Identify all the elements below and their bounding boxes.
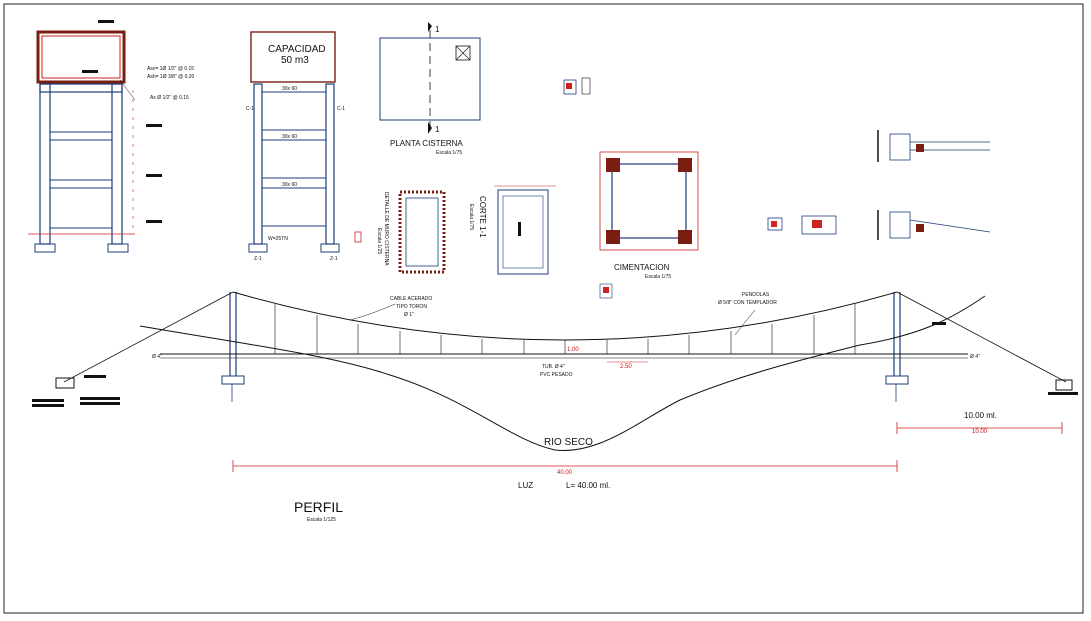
right-pipe-label: Ø 4" — [970, 354, 980, 360]
sheet-border — [3, 3, 1084, 614]
small-detail-top — [563, 77, 591, 95]
footing-label-left: Z-1 — [254, 256, 262, 262]
rebar-note-1: Asv= 1Ø 1/2" @ 0.15 — [147, 66, 194, 72]
section-corte: CORTE 1-1 Escala 1/75 — [468, 185, 556, 275]
span-value: L= 40.00 ml. — [566, 481, 610, 490]
cable-label-2: TIPO TORON — [396, 304, 427, 310]
left-pipe-label: Ø 4" — [152, 354, 162, 360]
footing-label-right: Z-1 — [330, 256, 338, 262]
span-dimension: 40.00 — [557, 470, 573, 476]
pipe-label-1: TUB. Ø 4" — [542, 364, 565, 370]
corte-scale: Escala 1/75 — [468, 204, 474, 230]
cistern-plan-title: PLANTA CISTERNA — [390, 139, 463, 148]
wall-detail-title: DETALLE DE MURO CISTERNA — [383, 192, 389, 266]
capacity-label: CAPACIDAD — [268, 44, 326, 55]
rebar-note-2: Ash= 1Ø 3/8" @ 0.20 — [147, 74, 195, 80]
right-dim-value: 10.00 — [972, 429, 988, 435]
hanger-label-2: Ø 5/8" CON TEMPLADOR — [718, 300, 777, 306]
beam-label-3: 30x 60 — [282, 182, 297, 188]
river-label: RIO SECO — [544, 437, 593, 448]
column-label-left: C-1 — [246, 106, 254, 112]
capacity-value: 50 m3 — [281, 55, 309, 66]
cable-label-3: Ø 1" — [404, 312, 414, 318]
corte-title: CORTE 1-1 — [478, 196, 487, 238]
bridge-profile: CABLE ACERADO TIPO TORON Ø 1" PENDOLAS Ø… — [32, 291, 1078, 523]
right-dim-label: 10.00 ml. — [964, 411, 997, 420]
beam-label-2: 30x 60 — [282, 134, 297, 140]
section-mark-top: 1 — [435, 25, 440, 34]
load-label: W=25TN — [268, 236, 288, 242]
cable-label-1: CABLE ACERADO — [390, 296, 432, 302]
foundation-scale: Escala 1/75 — [645, 274, 671, 280]
wall-detail: DETALLE DE MURO CISTERNA Escala 1/25 — [376, 190, 446, 274]
tank-elevation-left: Asv= 1Ø 1/2" @ 0.15 Ash= 1Ø 3/8" @ 0.20 … — [28, 20, 195, 253]
beam-label-1: 30x 60 — [282, 86, 297, 92]
profile-scale: Escala 1/125 — [307, 517, 336, 523]
foundation-plan: CIMENTACION Escala 1/75 — [599, 151, 699, 299]
wall-detail-scale: Escala 1/25 — [376, 228, 382, 254]
cistern-plan-scale: Escala 1/75 — [436, 150, 462, 156]
span-label: LUZ — [518, 481, 533, 490]
tank-elevation-capacity: CAPACIDAD 50 m3 30x 60 30x 60 30x 60 C-1… — [246, 31, 362, 262]
column-label-right: C-1 — [337, 106, 345, 112]
hanger-label-1: PENDOLAS — [742, 292, 770, 298]
section-mark-bottom: 1 — [435, 125, 440, 134]
foundation-title: CIMENTACION — [614, 263, 670, 272]
hanger-spacing-dimension: 2.50 — [620, 364, 632, 370]
profile-title: PERFIL — [294, 499, 343, 515]
sag-dimension: 1.00 — [567, 347, 579, 353]
anchor-details — [767, 130, 991, 240]
cistern-plan: 1 1 PLANTA CISTERNA Escala 1/75 — [379, 22, 481, 156]
rebar-note-3: As Ø 1/2" @ 0.15 — [150, 95, 189, 101]
pipe-label-2: PVC PESADO — [540, 372, 573, 378]
